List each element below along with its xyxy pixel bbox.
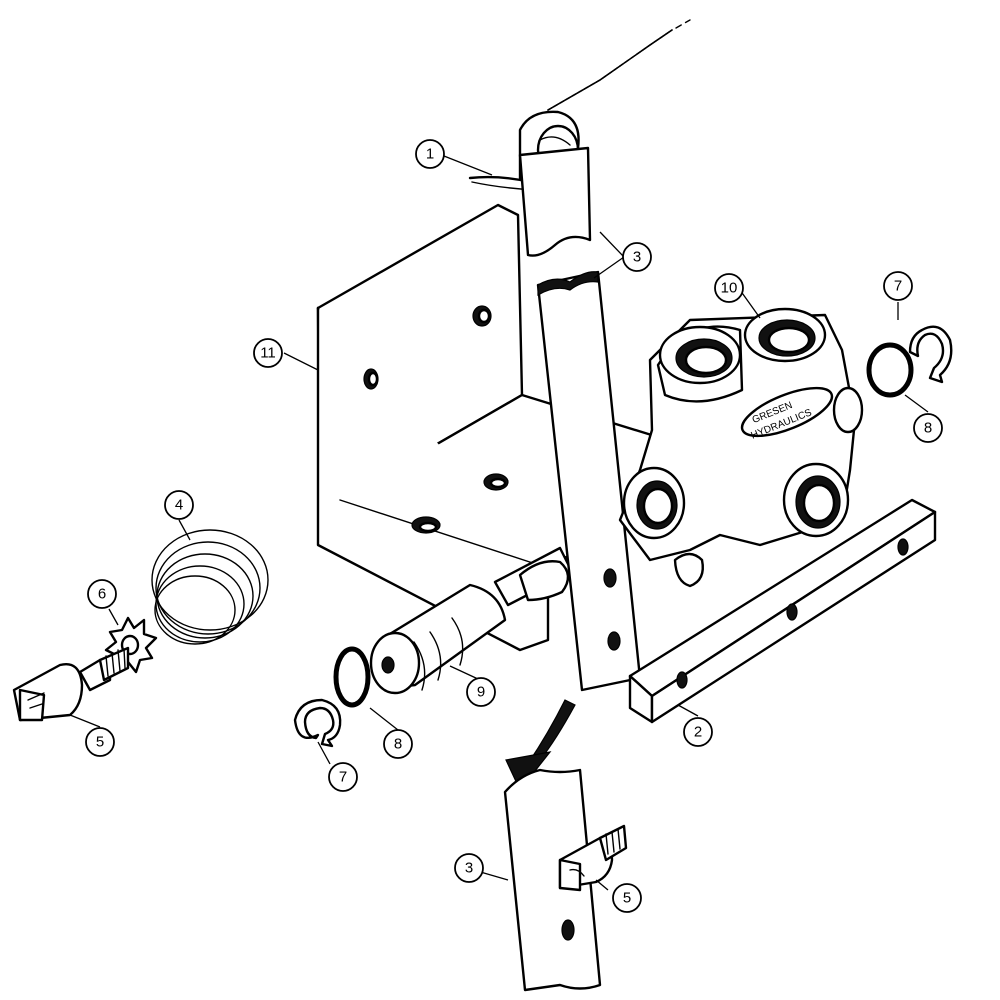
lever-arm-detail xyxy=(503,768,602,992)
callout-label: 7 xyxy=(894,278,902,295)
callout-label: 4 xyxy=(175,497,183,514)
callout-7-right: 7 xyxy=(883,271,913,301)
callout-10: 10 xyxy=(714,273,744,303)
snap-ring-right xyxy=(908,325,953,384)
callout-label: 8 xyxy=(394,736,402,753)
callout-11: 11 xyxy=(253,338,283,368)
callout-label: 5 xyxy=(96,734,104,751)
callout-label: 9 xyxy=(477,684,485,701)
o-ring-right xyxy=(866,342,914,398)
callout-4: 4 xyxy=(164,490,194,520)
callout-8-left: 8 xyxy=(383,729,413,759)
callout-label: 7 xyxy=(339,769,347,786)
callout-6: 6 xyxy=(87,579,117,609)
callout-5-detail: 5 xyxy=(612,883,642,913)
callout-label: 1 xyxy=(426,146,434,163)
callout-label: 6 xyxy=(98,586,106,603)
callout-3-upper: 3 xyxy=(622,242,652,272)
clevis-stud-left xyxy=(12,646,130,722)
valve-spool xyxy=(369,546,574,695)
callout-9: 9 xyxy=(466,677,496,707)
callout-3-lower: 3 xyxy=(454,853,484,883)
callout-label: 2 xyxy=(694,724,702,741)
callout-label: 10 xyxy=(721,280,738,297)
callout-2: 2 xyxy=(683,717,713,747)
snap-ring-left xyxy=(293,698,342,748)
callout-label: 5 xyxy=(623,890,631,907)
callout-label: 3 xyxy=(633,249,641,266)
callout-label: 3 xyxy=(465,860,473,877)
valve-body: GRESEN HYDRAULICS xyxy=(618,307,864,588)
callout-7-left: 7 xyxy=(328,762,358,792)
lever-arm-upper xyxy=(518,146,592,257)
callout-5-left: 5 xyxy=(85,727,115,757)
callout-label: 8 xyxy=(924,420,932,437)
clevis-stud-detail xyxy=(558,824,628,892)
o-ring-left xyxy=(333,646,371,708)
leader-lines xyxy=(69,155,929,891)
coil-spring xyxy=(151,529,269,645)
callout-8-right: 8 xyxy=(913,413,943,443)
callout-label: 11 xyxy=(260,345,276,362)
callout-1: 1 xyxy=(415,139,445,169)
mounting-bar xyxy=(628,498,937,724)
